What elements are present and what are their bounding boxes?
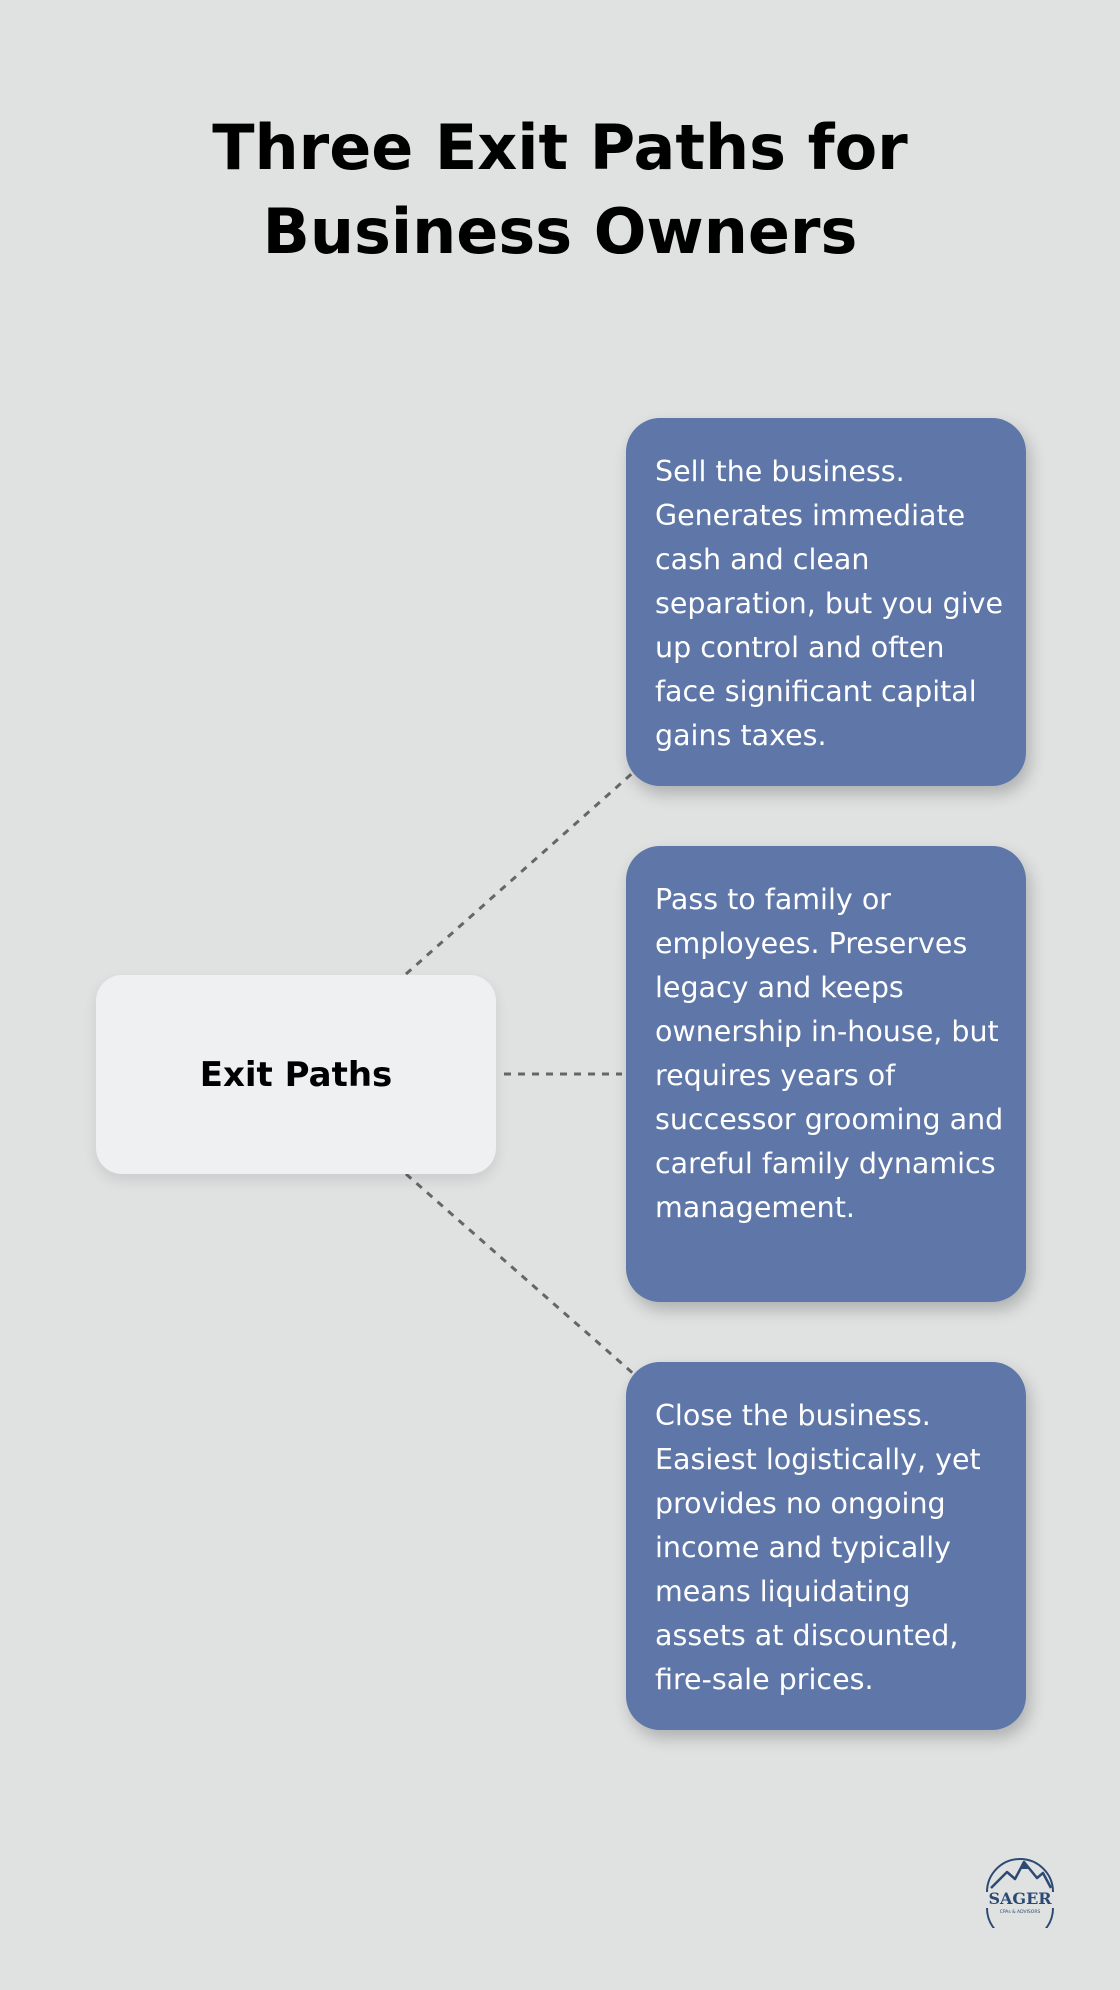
connector-line-bottom xyxy=(405,1172,637,1378)
exit-path-card-sell: Sell the business. Generates immediate c… xyxy=(626,418,1026,786)
logo-name: SAGER xyxy=(988,1889,1052,1908)
center-node: Exit Paths xyxy=(96,975,496,1174)
connector-line-top xyxy=(405,768,637,976)
exit-path-card-close: Close the business. Easiest logistically… xyxy=(626,1362,1026,1730)
logo-tagline: CPAs & ADVISORS xyxy=(1000,1909,1041,1915)
mountain-logo-icon: SAGER CPAs & ADVISORS xyxy=(986,1858,1054,1928)
page-title: Three Exit Paths for Business Owners xyxy=(212,111,908,268)
center-node-label: Exit Paths xyxy=(199,1054,393,1095)
exit-path-card-succession: Pass to family or employees. Preserves l… xyxy=(626,846,1026,1302)
